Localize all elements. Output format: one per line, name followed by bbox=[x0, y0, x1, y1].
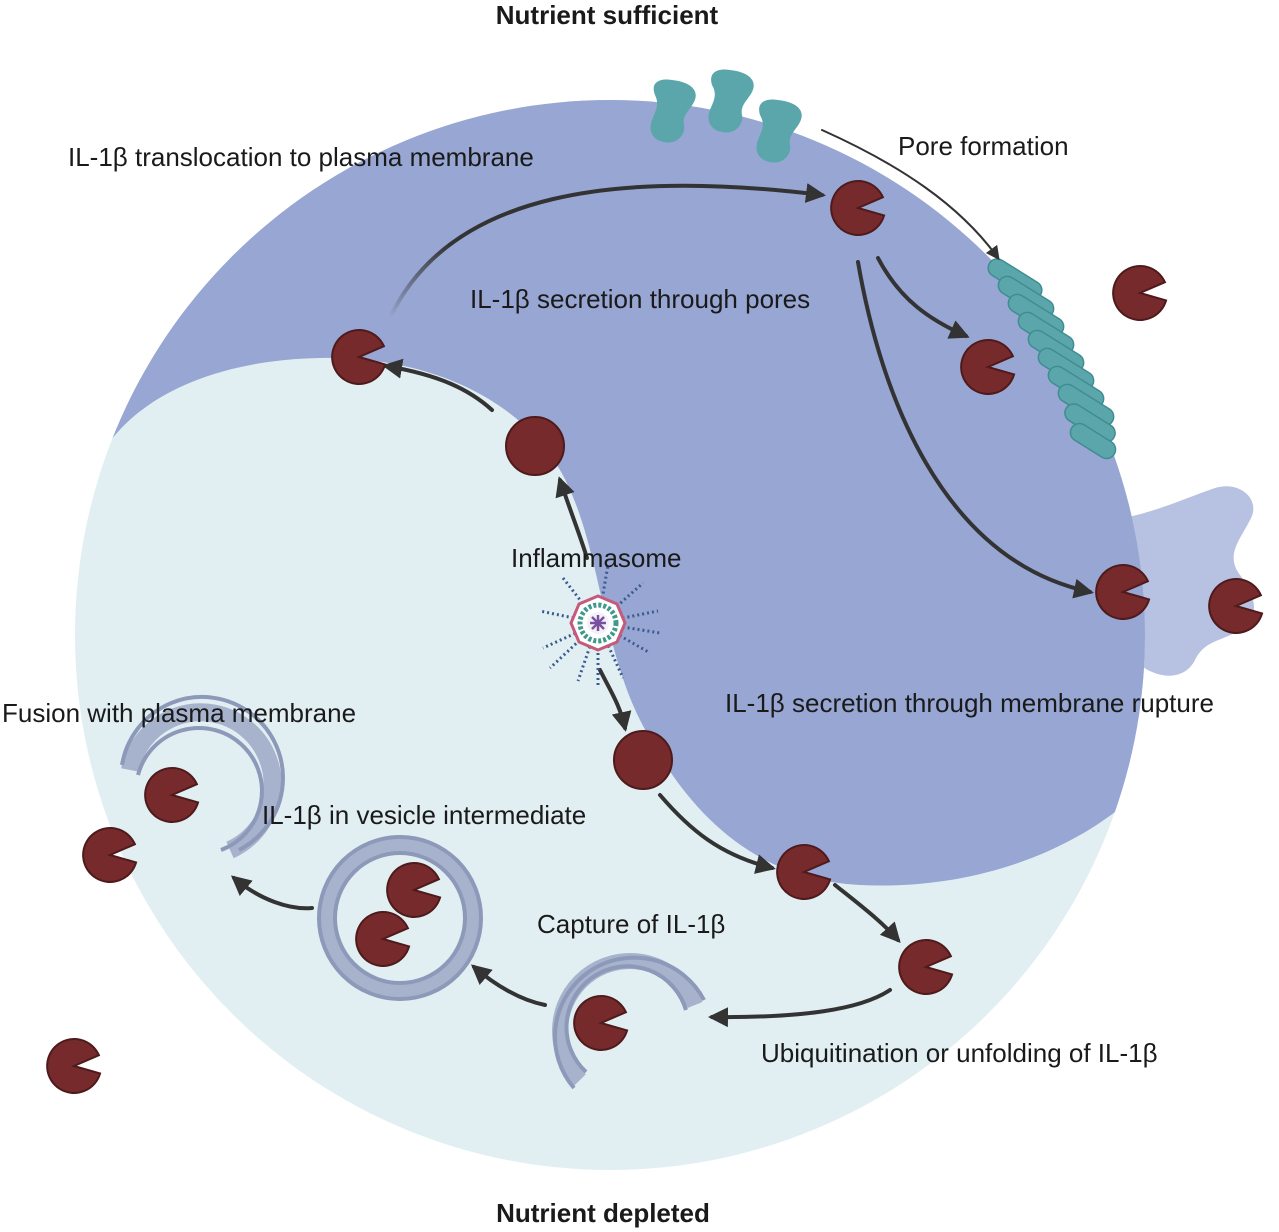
capture-membrane bbox=[552, 953, 706, 1090]
il1b-mature-cytosol bbox=[776, 843, 832, 900]
mature-il1b-molecules bbox=[46, 179, 1264, 1094]
il1b-extracellular-rupture bbox=[1208, 577, 1264, 634]
pro-il1b-top bbox=[505, 416, 565, 476]
pore-monomers bbox=[650, 69, 802, 163]
membrane-rupture-bleb bbox=[1110, 486, 1254, 676]
arrow-translocation bbox=[388, 183, 826, 320]
arrow-inflammasome-down bbox=[598, 668, 632, 732]
pro-il1b-molecules bbox=[505, 416, 673, 790]
label-pore-secretion: IL-1β secretion through pores bbox=[470, 284, 810, 314]
arrow-to-rupture bbox=[856, 260, 1094, 599]
label-rupture-secretion: IL-1β secretion through membrane rupture bbox=[725, 688, 1214, 718]
arrow-to-pore bbox=[876, 256, 970, 339]
arrow-inflammasome-up bbox=[555, 476, 589, 560]
arrow-to-mature bbox=[658, 793, 776, 874]
label-capture: Capture of IL-1β bbox=[537, 909, 725, 939]
il1b-captured bbox=[573, 994, 629, 1051]
label-pore-formation: Pore formation bbox=[898, 131, 1069, 161]
label-translocation: IL-1β translocation to plasma membrane bbox=[68, 142, 534, 172]
arrow-to-vesicle bbox=[470, 964, 547, 1007]
arrow-to-pro-top bbox=[382, 358, 494, 412]
label-fusion: Fusion with plasma membrane bbox=[2, 698, 356, 728]
pathway-arrows bbox=[230, 129, 1094, 1028]
membrane-pore bbox=[987, 258, 1117, 460]
arrow-to-capture bbox=[708, 988, 892, 1028]
il1b-vesicle-2 bbox=[355, 910, 411, 967]
il1b-rupture bbox=[1095, 563, 1151, 620]
vesicle-intermediate bbox=[317, 835, 483, 1001]
il1b-fusion-inside bbox=[144, 766, 200, 823]
il1b-ubiquitinated bbox=[898, 938, 954, 995]
arrow-to-fusion bbox=[230, 875, 314, 911]
vesicle-fusing bbox=[121, 703, 282, 859]
nutrient-sufficient-region bbox=[75, 100, 1145, 886]
vesicle-fusing-edge bbox=[120, 695, 285, 852]
arrow-to-ubiq bbox=[833, 883, 901, 943]
il1b-vesicle-1 bbox=[386, 861, 442, 918]
label-ubiquitination: Ubiquitination or unfolding of IL-1β bbox=[761, 1038, 1158, 1068]
label-vesicle: IL-1β in vesicle intermediate bbox=[262, 800, 586, 830]
il1b-membrane-top bbox=[830, 179, 886, 236]
label-inflammasome: Inflammasome bbox=[511, 543, 682, 573]
il1b-extracellular-bottom bbox=[46, 1037, 102, 1094]
il1b-fusion-released bbox=[82, 826, 138, 883]
il1b-cytosol-top bbox=[331, 328, 387, 385]
il1b-pore bbox=[960, 338, 1016, 395]
arrow-pore-formation bbox=[821, 129, 1000, 261]
inflammasome-complex bbox=[539, 564, 661, 685]
il1b-extracellular-pore bbox=[1112, 264, 1168, 321]
pro-il1b-bottom bbox=[613, 730, 673, 790]
label-nutrient-depleted: Nutrient depleted bbox=[496, 1198, 710, 1228]
label-nutrient-sufficient: Nutrient sufficient bbox=[496, 0, 719, 30]
